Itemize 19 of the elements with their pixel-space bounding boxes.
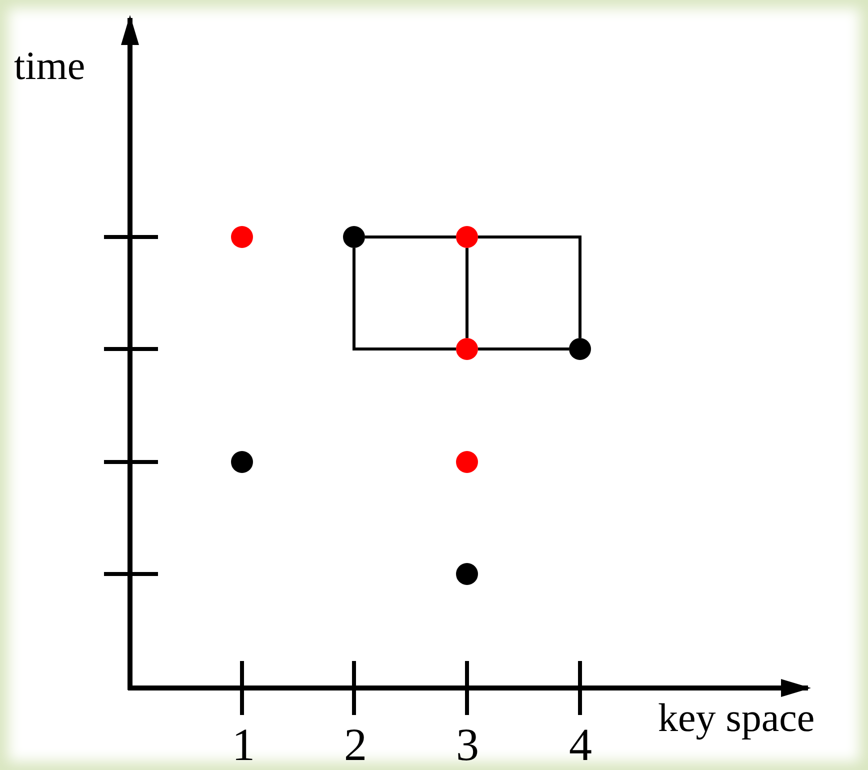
connector-line	[365, 236, 456, 238]
dot	[456, 226, 478, 248]
dot	[231, 451, 253, 473]
axis-label: time	[14, 46, 86, 86]
dot	[569, 338, 591, 360]
axis-label: key space	[658, 698, 815, 738]
connector-line	[352, 248, 456, 350]
dot	[343, 226, 365, 248]
dot	[456, 451, 478, 473]
dot	[456, 563, 478, 585]
dot	[231, 226, 253, 248]
tick-label: 3	[456, 722, 479, 768]
tick-label: 4	[569, 722, 592, 768]
tick-label: 1	[232, 722, 255, 768]
connector-line	[466, 248, 468, 338]
dot	[456, 338, 478, 360]
connector-line	[478, 348, 569, 350]
tick-label: 2	[344, 722, 367, 768]
connector-line	[478, 236, 582, 338]
